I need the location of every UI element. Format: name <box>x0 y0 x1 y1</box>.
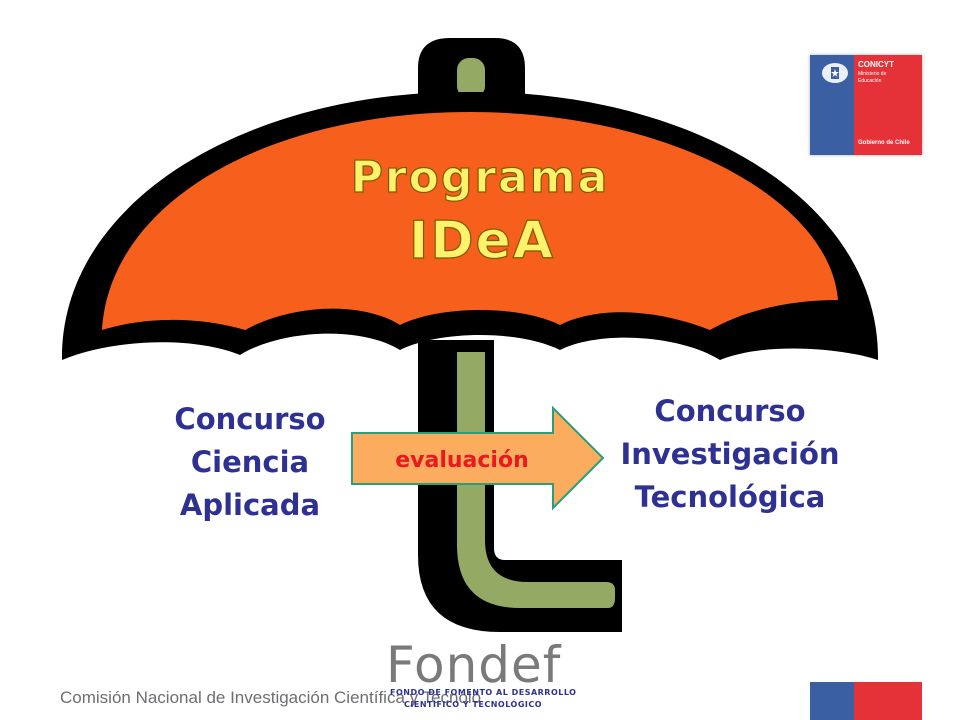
right-line1: Concurso <box>654 394 806 428</box>
umbrella-handle <box>457 352 615 608</box>
concurso-investigacion-tecnologica: Concurso Investigación Tecnológica <box>615 390 845 519</box>
umbrella-canopy <box>102 112 838 330</box>
conicyt-logo: CONICYT Ministerio de Educación Gobierno… <box>810 55 922 155</box>
footer-text: Comisión Nacional de Investigación Cient… <box>60 688 482 707</box>
left-line3: Aplicada <box>179 488 321 522</box>
right-line3: Tecnológica <box>634 480 826 514</box>
evaluacion-arrow <box>351 405 605 511</box>
concurso-ciencia-aplicada: Concurso Ciencia Aplicada <box>150 398 350 527</box>
chile-coat-of-arms-icon <box>822 63 848 83</box>
conicyt-gobierno: Gobierno de Chile <box>858 140 910 146</box>
conicyt-name: CONICYT <box>858 60 894 69</box>
umbrella-title-line1: Programa <box>351 152 610 203</box>
conicyt-ministerio: Ministerio de <box>858 71 887 77</box>
fondef-line2: CIENTÍFICO Y TECNOLÓGICO <box>404 700 543 709</box>
conicyt-educacion: Educación <box>858 78 882 84</box>
left-line1: Concurso <box>174 402 326 436</box>
fondef-line1: FONDO DE FOMENTO AL DESARROLLO <box>390 688 577 697</box>
umbrella-title-line2: IDeA <box>409 211 555 271</box>
chile-flag-strip <box>810 682 922 720</box>
fondef-logo-word: Fondef <box>386 636 562 694</box>
right-line2: Investigación <box>620 437 840 471</box>
left-line2: Ciencia <box>190 445 310 479</box>
evaluacion-arrow-label: evaluación <box>395 448 529 473</box>
umbrella-tip <box>457 58 485 98</box>
